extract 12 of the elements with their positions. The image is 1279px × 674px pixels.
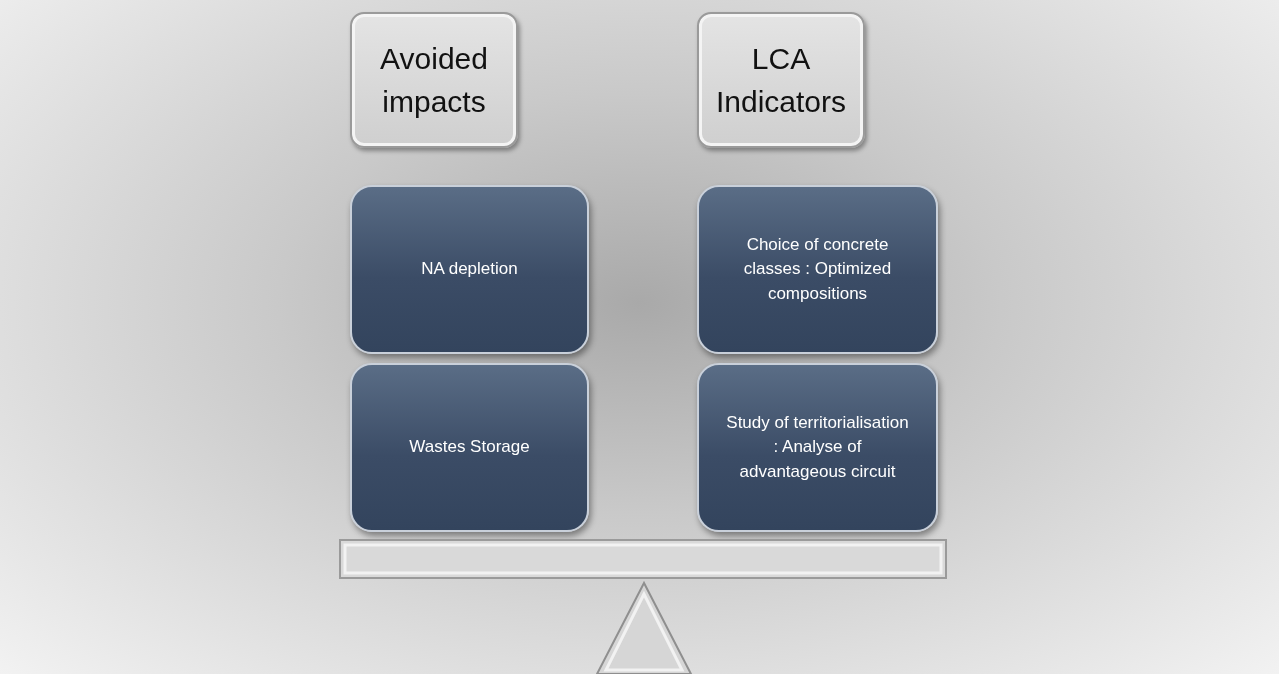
box-label: Avoided impacts xyxy=(379,40,489,120)
weight-box xyxy=(350,363,589,532)
weight-box xyxy=(350,185,589,354)
weight-box xyxy=(697,185,938,354)
weight-box xyxy=(697,363,938,532)
header-box xyxy=(350,12,518,148)
box-label: Study of territorialisation : Analyse of advantageous circuit xyxy=(725,411,910,483)
box-label: LCA Indicators xyxy=(714,40,848,120)
box-label: NA depletion xyxy=(420,258,519,281)
box-label: Wastes Storage xyxy=(408,436,531,459)
box-label: Choice of concrete classes : Optimized compositions xyxy=(742,233,893,305)
header-box xyxy=(697,12,865,148)
